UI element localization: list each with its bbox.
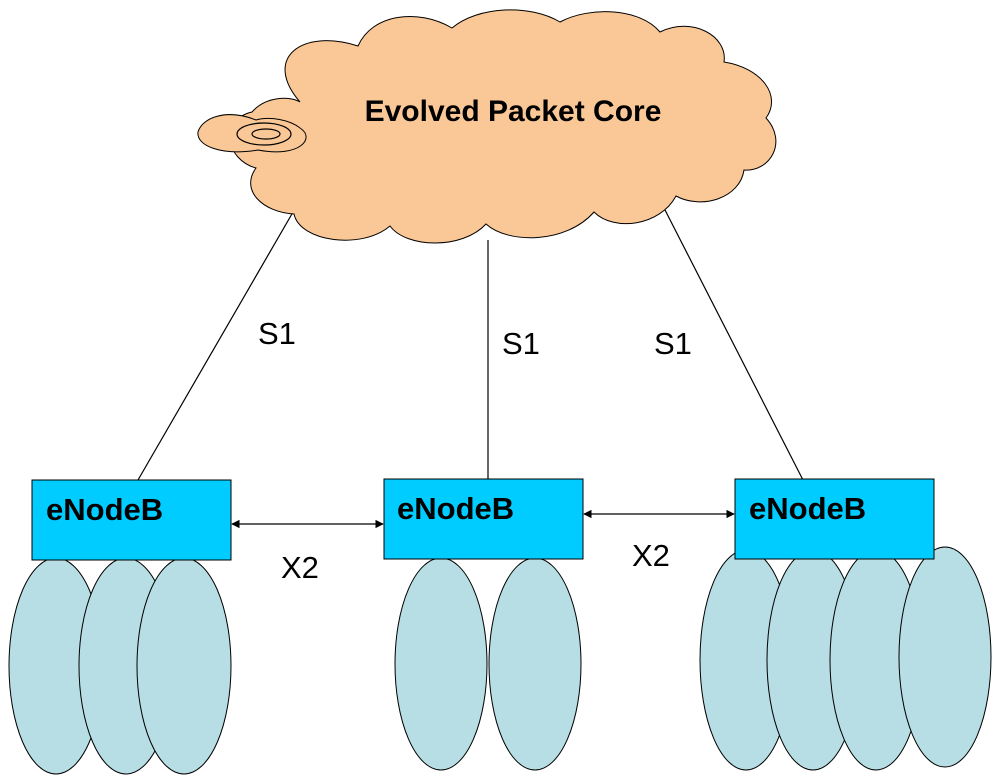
s1-label-left: S1 [258,316,296,351]
enodeb-middle: eNodeB [383,478,584,560]
x2-label-left: X2 [281,550,319,585]
cell-ellipse [136,557,232,775]
s1-link-left [137,199,301,481]
cloud-tail-ring-inner [251,128,281,140]
enodeb-box [734,478,935,560]
cell-ellipse [394,557,488,771]
enodeb-left: eNodeB [31,479,232,561]
cells-group-right [699,546,992,771]
enodeb-box [383,478,584,560]
s1-label-right: S1 [654,326,692,361]
s1-link-right [663,207,804,481]
evolved-packet-core-cloud: Evolved Packet Core [197,9,777,244]
cell-ellipse [898,546,992,768]
enodeb-label: eNodeB [397,491,514,526]
cells-group-left [8,557,232,775]
cells-group-middle [394,557,582,771]
s1-label-middle: S1 [502,326,540,361]
x2-label-right: X2 [632,538,670,573]
cell-ellipse [488,557,582,771]
cloud-tail-ring [236,122,292,146]
core-title: Evolved Packet Core [365,95,662,128]
enodeb-box [31,479,232,561]
enodeb-label: eNodeB [46,492,163,527]
enodeb-label: eNodeB [749,491,866,526]
enodeb-right: eNodeB [734,478,935,560]
cloud-icon [229,9,777,244]
